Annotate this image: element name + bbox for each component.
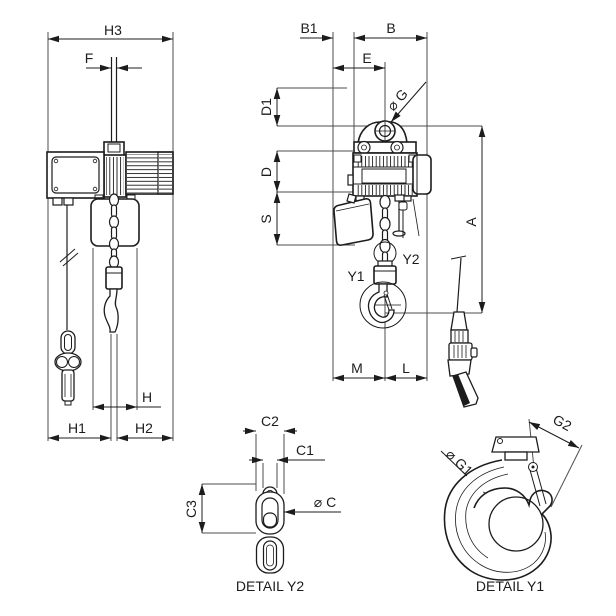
suspension-eye [357, 120, 408, 144]
dim-label-b: B [386, 20, 395, 36]
bottom-hook-side [103, 266, 123, 333]
load-chain-front [379, 194, 391, 264]
hook-cap [491, 436, 540, 453]
dim-label-d1: D1 [258, 98, 274, 116]
hook-collar [504, 451, 528, 461]
hook-block-front [373, 260, 397, 285]
bottom-hook-front [367, 283, 395, 324]
dim-label-h2: H2 [135, 420, 153, 436]
dim-label-h3: H3 [104, 22, 122, 38]
dim-label-c1: C1 [296, 442, 314, 458]
dim-label-c3: C3 [183, 500, 199, 518]
cable-glands [52, 197, 74, 206]
detail-y2-title: DETAIL Y2 [236, 578, 304, 594]
detail-y1-view [443, 436, 553, 581]
detail-y2-view [255, 486, 285, 574]
marker-label-y1: Y1 [347, 268, 364, 284]
dim-label-f: F [85, 50, 94, 66]
dim-label-h1: H1 [68, 420, 86, 436]
dim-label-h: H [142, 389, 152, 405]
limit-switch [392, 194, 420, 238]
dim-label-c2: C2 [261, 413, 279, 429]
construction-lines [47, 32, 583, 547]
dim-label-s: S [258, 214, 274, 223]
dim-label-l: L [402, 360, 410, 376]
detail-y1-title: DETAIL Y1 [476, 578, 544, 594]
hook-body [443, 459, 553, 581]
suspension-shaft [110, 57, 118, 143]
pendant-cable [59, 205, 79, 330]
pendant-control-front [447, 255, 479, 408]
detail-marker-y1-circle [359, 281, 407, 329]
load-chain-side [108, 193, 120, 269]
dim-label-d: D [258, 167, 274, 177]
dim-label-phi-g: ⌀ G [384, 86, 411, 114]
dimension-lines [48, 34, 580, 534]
hoist-frame [103, 154, 127, 198]
marker-label-y2: Y2 [402, 251, 419, 267]
dim-label-phi-c: ⌀ C [314, 494, 336, 510]
control-box [46, 151, 105, 199]
side-view [46, 57, 174, 406]
dim-label-g2: G2 [550, 411, 574, 434]
dim-label-m: M [351, 360, 363, 376]
motor [125, 151, 174, 195]
chain-bag [333, 193, 374, 246]
front-view [333, 120, 479, 408]
dim-label-e: E [362, 50, 371, 66]
pendant-control-side [54, 330, 82, 406]
suspension-bracket [103, 141, 125, 159]
top-plate [353, 140, 417, 155]
motor-end [412, 154, 432, 195]
hook-seat-circle [488, 496, 544, 552]
dim-label-a: A [463, 217, 479, 227]
dim-label-b1: B1 [300, 20, 317, 36]
hoist-body [347, 152, 418, 202]
